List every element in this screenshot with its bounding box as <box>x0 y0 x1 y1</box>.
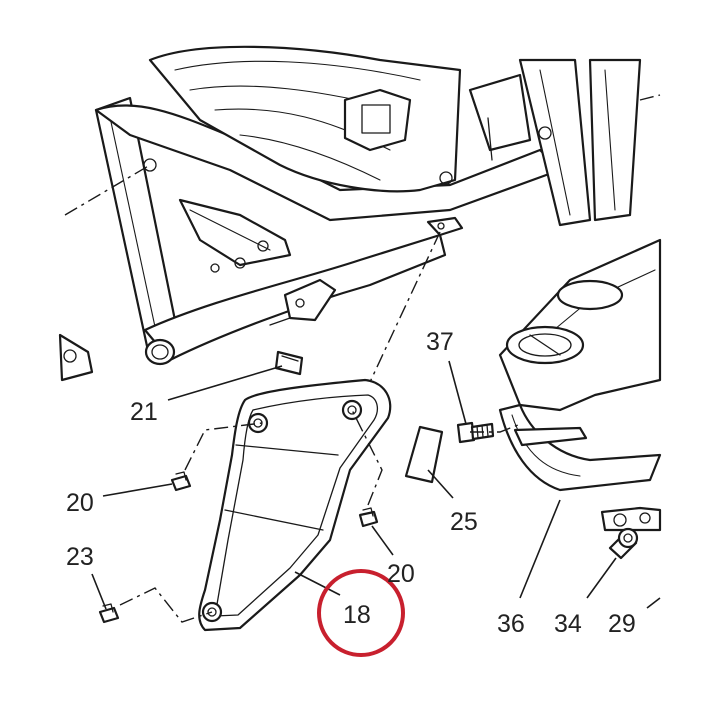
callout-37: 37 <box>426 328 454 356</box>
leader-20-right <box>371 525 394 556</box>
callout-25: 25 <box>450 508 478 536</box>
screw-part-20-left <box>170 471 192 492</box>
motorcycle-frame <box>94 45 642 366</box>
highlight-circle <box>317 569 405 657</box>
leader-lines <box>91 360 661 610</box>
screw-part-20-right <box>358 507 379 528</box>
swingarm-part-36 <box>498 238 662 532</box>
leader-18 <box>294 571 341 596</box>
callout-29: 29 <box>608 610 636 638</box>
callout-36: 36 <box>497 610 525 638</box>
leader-29 <box>646 597 661 609</box>
leader-23 <box>91 573 107 610</box>
leader-37 <box>448 360 467 425</box>
screw-part-23 <box>98 603 120 624</box>
clip-part-21 <box>274 350 304 376</box>
screw-part-37 <box>456 421 495 444</box>
bolt-part-34 <box>608 527 639 560</box>
pad-part-25 <box>404 425 444 484</box>
leader-34 <box>586 557 617 599</box>
callout-18: 18 <box>343 601 371 629</box>
leader-20-left <box>102 483 173 497</box>
leader-21 <box>167 365 283 401</box>
leader-25 <box>427 469 454 499</box>
cover-part-18 <box>198 378 392 632</box>
callout-21: 21 <box>130 398 158 426</box>
leader-36 <box>519 499 561 599</box>
callout-20-left: 20 <box>66 489 94 517</box>
callout-labels: 21 20 20 23 18 25 37 36 34 29 <box>66 328 636 638</box>
assembly-lines <box>64 94 661 623</box>
callout-23: 23 <box>66 543 94 571</box>
callout-34: 34 <box>554 610 582 638</box>
left-clip-part <box>58 333 94 382</box>
callout-20-right: 20 <box>387 560 415 588</box>
